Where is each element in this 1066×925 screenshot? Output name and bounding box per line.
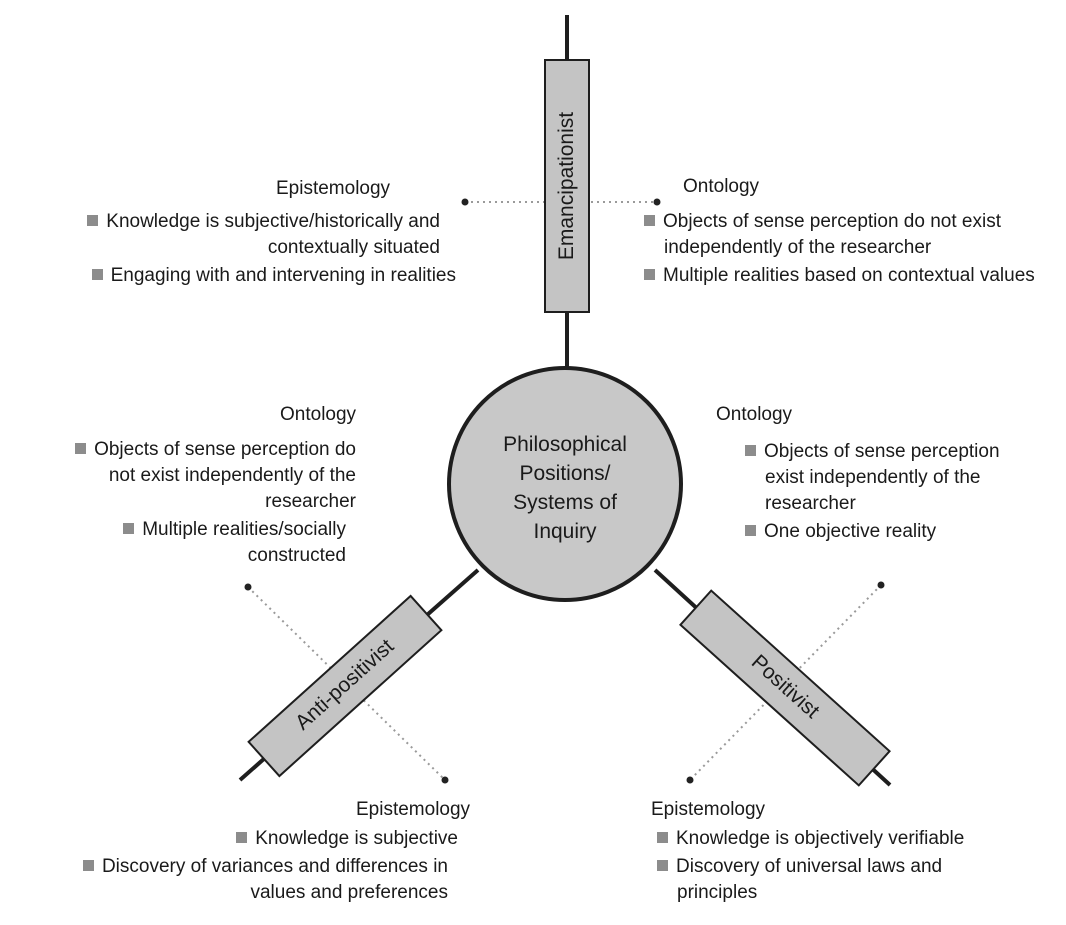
anti-positivist-epistemology-list: Knowledge is subjective Discovery of var… (40, 826, 458, 908)
square-bullet-icon (745, 525, 756, 536)
dot-emancipationist-left (461, 198, 469, 206)
dot-positivist-bottom (686, 776, 694, 784)
center-label: Philosophical Positions/ Systems of Inqu… (455, 430, 675, 546)
square-bullet-icon (87, 215, 99, 226)
list-item: One objective reality (745, 519, 1035, 545)
list-item: Multiple realities based on contextual v… (644, 263, 1044, 289)
square-bullet-icon (75, 443, 87, 454)
positivist-epistemology-heading: Epistemology (651, 799, 766, 820)
emancipationist-label: Emancipationist (555, 111, 578, 261)
list-item: Knowledge is subjective (40, 826, 458, 852)
dot-anti-positivist-bottom (441, 776, 449, 784)
positivist-ontology-heading: Ontology (716, 404, 793, 425)
center-line-1: Philosophical (503, 433, 627, 456)
list-item: Knowledge is objectively verifiable (657, 826, 997, 852)
positivist-epistemology-list: Knowledge is objectively verifiable Disc… (657, 826, 997, 908)
square-bullet-icon (644, 215, 655, 226)
list-item: Engaging with and intervening in realiti… (40, 263, 456, 289)
list-item: Knowledge is subjective/historically and… (40, 209, 440, 261)
emancipationist-epistemology-list: Knowledge is subjective/historically and… (40, 209, 456, 291)
list-item: Discovery of universal laws and principl… (657, 854, 997, 906)
emancipationist-box (544, 59, 590, 313)
emancipationist-ontology-heading: Ontology (683, 176, 760, 197)
emancipationist-epistemology-heading: Epistemology (276, 178, 391, 199)
list-item: Objects of sense perception exist indepe… (745, 439, 1035, 517)
dot-emancipationist-right (653, 198, 661, 206)
square-bullet-icon (657, 832, 668, 843)
center-circle (447, 366, 683, 602)
center-line-3: Systems of (513, 491, 617, 514)
positivist-box (679, 589, 891, 787)
dotted-line-anti-positivist (247, 586, 446, 781)
list-item: Multiple realities/socially constructed (70, 517, 346, 569)
positivist-ontology-list: Objects of sense perception exist indepe… (745, 439, 1035, 547)
list-item: Discovery of variances and differences i… (40, 854, 448, 906)
dot-anti-positivist-top (244, 583, 252, 591)
center-line-2: Positions/ (519, 462, 611, 485)
square-bullet-icon (91, 269, 103, 280)
emancipationist-ontology-list: Objects of sense perception do not exist… (644, 209, 1044, 291)
list-item: Objects of sense perception do not exist… (70, 437, 356, 515)
square-bullet-icon (745, 445, 756, 456)
square-bullet-icon (236, 832, 248, 843)
center-line-4: Inquiry (533, 520, 597, 543)
anti-positivist-epistemology-heading: Epistemology (356, 799, 471, 820)
anti-positivist-ontology-list: Objects of sense perception do not exist… (70, 437, 356, 571)
anti-positivist-box (247, 594, 443, 778)
square-bullet-icon (82, 860, 94, 871)
square-bullet-icon (657, 860, 668, 871)
anti-positivist-ontology-heading: Ontology (280, 404, 357, 425)
square-bullet-icon (644, 269, 655, 280)
square-bullet-icon (123, 523, 135, 534)
list-item: Objects of sense perception do not exist… (644, 209, 1044, 261)
dot-positivist-top (877, 581, 885, 589)
